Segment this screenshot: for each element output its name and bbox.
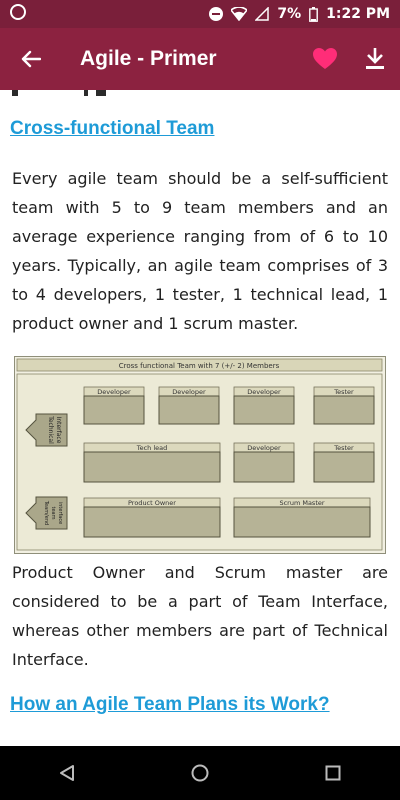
nav-recents-button[interactable] bbox=[293, 746, 373, 800]
cut-off-text-fragment bbox=[0, 90, 400, 98]
role-box-product-owner: Product Owner bbox=[83, 497, 221, 538]
status-right: 7% 1:22 PM bbox=[209, 6, 390, 22]
nav-back-button[interactable] bbox=[27, 746, 107, 800]
svg-text:Developer: Developer bbox=[172, 388, 206, 396]
wifi-icon bbox=[231, 7, 248, 21]
triangle-back-icon bbox=[59, 765, 74, 781]
do-not-disturb-icon bbox=[209, 7, 224, 21]
cross-functional-team-diagram: Cross functional Team with 7 (+/- 2) Mem… bbox=[14, 356, 386, 554]
svg-text:Tech lead: Tech lead bbox=[136, 444, 168, 452]
role-box-tech-lead: Tech lead bbox=[83, 442, 221, 483]
app-bar: Agile - Primer bbox=[0, 28, 400, 90]
paragraph-team-size: Every agile team should be a self-suffic… bbox=[12, 169, 388, 333]
section-heading-cross-functional-team[interactable]: Cross-functional Team bbox=[10, 118, 215, 139]
paragraph-team-interface: Product Owner and Scrum master are consi… bbox=[12, 563, 388, 669]
page-title: Agile - Primer bbox=[80, 47, 217, 70]
download-icon bbox=[366, 48, 384, 69]
clock: 1:22 PM bbox=[326, 6, 390, 22]
role-box-tester-1: Tester bbox=[313, 386, 375, 425]
nav-home-button[interactable] bbox=[160, 746, 240, 800]
role-box-developer-4: Developer bbox=[233, 442, 295, 483]
technical-interface-label-1: Technical bbox=[47, 415, 54, 444]
role-box-developer-1: Developer bbox=[83, 386, 145, 425]
svg-text:Tester: Tester bbox=[333, 444, 354, 452]
download-button[interactable] bbox=[350, 28, 400, 90]
battery-percent: 7% bbox=[277, 6, 302, 22]
status-left bbox=[10, 4, 26, 24]
arrow-left-icon bbox=[21, 50, 41, 68]
technical-interface-arrow bbox=[25, 413, 68, 447]
section-heading-team-plans-work[interactable]: How an Agile Team Plans its Work? bbox=[10, 694, 330, 715]
role-box-tester-2: Tester bbox=[313, 442, 375, 483]
battery-icon bbox=[309, 6, 319, 22]
team-interface-arrow bbox=[25, 496, 68, 530]
back-button[interactable] bbox=[0, 28, 62, 90]
svg-text:Developer: Developer bbox=[97, 388, 131, 396]
system-navigation-bar bbox=[0, 746, 400, 800]
status-bar: 7% 1:22 PM bbox=[0, 0, 400, 28]
circle-home-icon bbox=[191, 764, 209, 782]
favorite-button[interactable] bbox=[300, 28, 350, 90]
role-box-developer-2: Developer bbox=[158, 386, 220, 425]
heart-icon bbox=[313, 48, 337, 69]
team-interface-label-3: interface bbox=[57, 502, 63, 524]
team-interface-label-1: Team/end bbox=[43, 500, 49, 525]
svg-text:Product Owner: Product Owner bbox=[128, 499, 176, 507]
notification-icon bbox=[10, 4, 26, 20]
svg-text:Developer: Developer bbox=[247, 388, 281, 396]
role-box-developer-3: Developer bbox=[233, 386, 295, 425]
article-content[interactable]: Cross-functional Team Every agile team s… bbox=[0, 90, 400, 746]
technical-interface-label-2: Interface bbox=[55, 417, 62, 444]
diagram-title: Cross functional Team with 7 (+/- 2) Mem… bbox=[119, 362, 280, 370]
role-box-scrum-master: Scrum Master bbox=[233, 497, 371, 538]
square-recents-icon bbox=[325, 765, 341, 781]
team-interface-label-2: team bbox=[50, 507, 56, 520]
signal-icon bbox=[255, 7, 270, 21]
svg-text:Tester: Tester bbox=[333, 388, 354, 396]
svg-text:Scrum Master: Scrum Master bbox=[279, 499, 324, 507]
svg-text:Developer: Developer bbox=[247, 444, 281, 452]
